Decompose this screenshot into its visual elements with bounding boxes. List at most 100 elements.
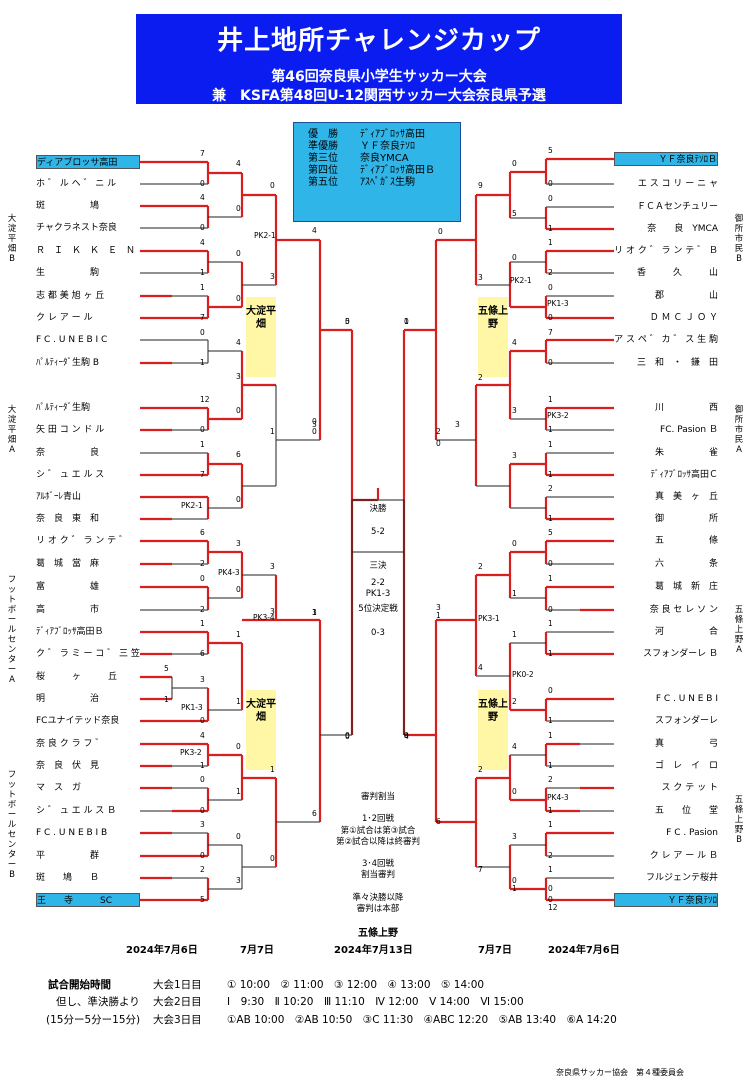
schedule-times: ①AB 10:00 ②AB 10:50 ③C 11:30 ④ABC 12:20 … [227, 1014, 617, 1026]
team-name: ク レ ア ー ル [36, 313, 93, 323]
score-label: 3 [436, 603, 441, 612]
team-name: 郡 山 [654, 291, 718, 301]
schedule-day-label: 大会2日目 [153, 996, 202, 1008]
score-label: 1 [200, 440, 205, 449]
score-label: 1 [236, 697, 241, 706]
team-name: 生 駒 [36, 268, 100, 278]
score-label: 1 [548, 761, 553, 770]
score-label: 0 [345, 731, 350, 740]
score-label: 1 [200, 283, 205, 292]
team-name: フルジェンテ桜井 [645, 873, 718, 883]
team-name: ﾊﾟﾙﾃｨｰﾀﾞ生駒 B [36, 358, 100, 368]
venue-box: 大淀平畑 [246, 690, 276, 770]
score-label: 1 [548, 514, 553, 523]
score-label: 1 [200, 619, 205, 628]
score-label: 2 [512, 697, 517, 706]
team-name: マ ス ガ [36, 783, 82, 793]
score-label: 4 [312, 226, 317, 235]
score-label: 2 [548, 268, 553, 277]
team-name: 明 治 [36, 694, 100, 704]
pk-label: PK2-1 [510, 276, 532, 285]
score-label: 3 [312, 608, 317, 617]
schedule-times: ① 10:00 ② 11:00 ③ 12:00 ④ 13:00 ⑤ 14:00 [227, 979, 485, 991]
score-label: 3 [270, 607, 275, 616]
team-name: シ ゛ ュ エ ル ス Ｂ [36, 806, 117, 816]
date-label: 2024年7月6日 [548, 945, 620, 956]
score-label: 0 [236, 495, 241, 504]
pk-label: PK4-3 [218, 568, 240, 577]
region-label: フットボールセンターB [7, 770, 17, 880]
referee-note: 準々決勝以降 [352, 893, 404, 903]
pk-label: PK2-1 [254, 231, 276, 240]
venue-center: 五條上野 [358, 928, 398, 939]
score-label: 1 [200, 268, 205, 277]
date-label: 7月7日 [240, 945, 274, 956]
score-label: 0 [512, 787, 517, 796]
team-name: ＹＦ奈良ﾃｿﾛＢ [614, 152, 718, 166]
team-name: 六 条 [654, 559, 718, 569]
team-name: スフォンダーレ Ｂ [643, 649, 718, 659]
venue-box: 五條上野 [478, 690, 508, 770]
score-label: 2 [478, 765, 483, 774]
pk-label: PK0-2 [512, 670, 534, 679]
score-label: 0 [200, 775, 205, 784]
score-label: 3 [200, 820, 205, 829]
semi-score: 3 [455, 420, 460, 429]
page-title: 井上地所チャレンジカップ [217, 26, 541, 56]
team-name: 志 都 美 旭 ヶ 丘 [36, 291, 105, 301]
team-name: 奈 良 ク ラ フ ゛ [36, 739, 105, 749]
referee-note: 審判は本部 [356, 904, 400, 914]
score-label: 2 [548, 484, 553, 493]
header-banner: 井上地所チャレンジカップ 第46回奈良県小学生サッカー大会 兼 KSFA第48回… [136, 14, 622, 104]
team-name: 葛 城 新 庄 [654, 582, 718, 592]
score-label: 12 [548, 903, 558, 912]
score-label: 1 [512, 630, 517, 639]
score-label: 3 [236, 372, 241, 381]
score-label: 3 [512, 832, 517, 841]
team-name: FCユナイテッド奈良 [36, 716, 120, 726]
team-name: 平 群 [36, 851, 100, 861]
pk-label: PK3-2 [547, 411, 569, 420]
team-name: F C . Pasion [666, 828, 718, 838]
score-label: 1 [312, 608, 317, 617]
score-label: 0 [200, 223, 205, 232]
score-label: 4 [200, 193, 205, 202]
score-label: 5 [512, 209, 517, 218]
team-name: 河 合 [654, 627, 718, 637]
score-label: 3 [270, 562, 275, 571]
referee-note: 3･4回戦 [361, 859, 395, 869]
third-score: 2-2 [371, 578, 385, 588]
score-label: 3 [236, 539, 241, 548]
score-label: 1 [548, 820, 553, 829]
region-label: 大淀平畑B [7, 214, 17, 264]
fifth-score: 0-3 [371, 628, 385, 638]
venue-box: 五條上野 [478, 297, 508, 377]
region-label: 御所市民B [734, 214, 744, 264]
score-label: 0 [200, 328, 205, 337]
team-name: F C . U N E B I B [36, 828, 108, 838]
pk-label: PK1-3 [181, 703, 203, 712]
score-label: 1 [548, 865, 553, 874]
score-label: 0 [548, 686, 553, 695]
team-name: 葛 城 當 麻 [36, 559, 100, 569]
referee-note: 割当審判 [360, 870, 395, 880]
score-label: 2 [548, 851, 553, 860]
semi-score: 5 [345, 317, 350, 326]
score-label: 6 [200, 649, 205, 658]
region-label: 御所市民A [734, 405, 744, 455]
team-name: シ ゛ ュ エ ル ス [36, 470, 105, 480]
team-name: ﾊﾟﾙﾃｨｰﾀﾞ生駒 [36, 403, 91, 413]
score-label: 0 [548, 895, 553, 904]
score-label: 4 [200, 731, 205, 740]
third-label: 三決 [369, 561, 387, 571]
team-name: リ オ ク ゛ ラ ン テ ゛ Ｂ [614, 246, 718, 256]
pk-label: PK3-2 [180, 748, 202, 757]
score-label: 2 [200, 865, 205, 874]
team-name: ゴ レ イ ロ [654, 761, 718, 771]
region-label: 五條上野B [734, 795, 744, 845]
score-label: 7 [548, 328, 553, 337]
score-label: 1 [548, 806, 553, 815]
score-label: 12 [200, 395, 210, 404]
score-label: 3 [512, 406, 517, 415]
